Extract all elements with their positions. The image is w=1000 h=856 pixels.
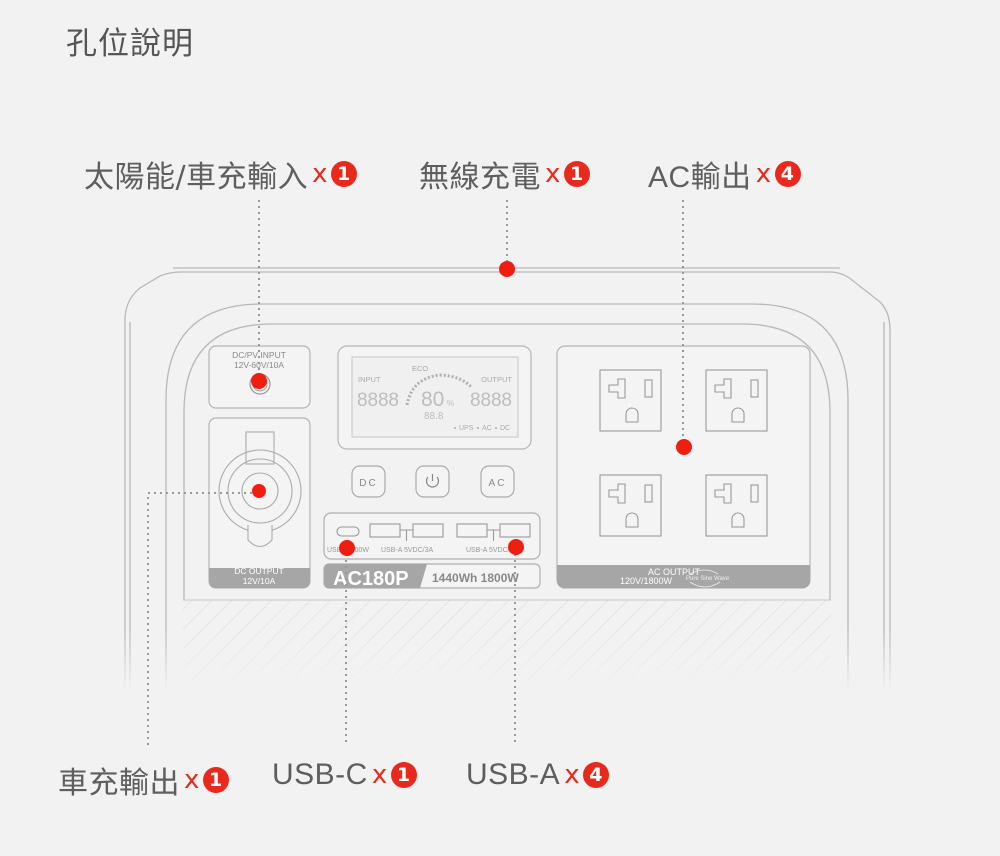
count-badge: 1: [390, 762, 417, 788]
lcd-input-label: INPUT: [358, 375, 381, 384]
lcd-eco: ECO: [412, 364, 428, 373]
leader-line-car-output: [147, 492, 258, 745]
ac-button[interactable]: AC: [480, 465, 515, 498]
hotspot-wireless-charging[interactable]: [499, 261, 515, 277]
callout-solar-car-input: 太陽能/車充輸入 x 1: [84, 152, 357, 196]
count-badge: 1: [202, 767, 229, 793]
ac-outlet-icon: [705, 369, 768, 432]
hotspots: [251, 261, 692, 556]
multiplier-sign: x: [312, 159, 328, 189]
multiplier-sign: x: [564, 760, 581, 790]
multiplier-sign: x: [184, 765, 200, 795]
model-specs: 1440Wh 1800W: [432, 571, 519, 585]
callout-usb-c: USB-C x 1: [272, 758, 417, 792]
count-badge: 1: [563, 161, 590, 187]
hotspot-dc-input[interactable]: [251, 373, 267, 389]
callout-car-output: 車充輸出 x 1: [58, 758, 229, 802]
lcd-mode-ups: UPS: [459, 425, 474, 432]
callout-wireless-charging: 無線充電 x 1: [419, 152, 590, 196]
lcd-mode-ac: AC: [482, 425, 492, 432]
callout-label: 車充輸出: [58, 766, 180, 801]
lcd-time-digits: 88.8: [424, 411, 444, 422]
dc-output-label-2: 12V/10A: [243, 576, 276, 586]
callout-label: 無線充電: [419, 160, 541, 195]
usb-panel: USB-C 100W USB-A 5VDC/3A USB-A 5VDC/3A: [323, 512, 541, 560]
callout-label: USB-C: [272, 758, 368, 791]
ac-outlet-icon: [599, 369, 662, 432]
ac-outlet-icon: [705, 474, 768, 537]
count-badge: 4: [774, 161, 801, 187]
power-icon: [425, 476, 440, 488]
lcd-mode-dc: DC: [500, 425, 510, 432]
model-plate: AC180P 1440Wh 1800W: [323, 563, 541, 590]
dc-input-label-2: 12V-60V/10A: [234, 360, 284, 370]
leader-lines: [147, 200, 684, 745]
lcd-input-digits: 8888: [357, 390, 399, 411]
page-title: 孔位說明: [66, 26, 194, 62]
multiplier-sign: x: [545, 159, 561, 189]
lcd-output-digits: 8888: [470, 390, 512, 411]
dc-input-label-1: DC/PV INPUT: [232, 350, 286, 360]
ac-button-label: AC: [489, 478, 507, 489]
callout-usb-a: USB-A x 4: [466, 758, 610, 792]
multiplier-sign: x: [755, 159, 772, 189]
hotspot-ac-output[interactable]: [676, 439, 692, 455]
hotspot-car-output[interactable]: [252, 484, 266, 498]
usb-c-port-icon: [336, 526, 360, 537]
dc-output-panel: DC OUTPUT 12V/10A: [208, 417, 311, 589]
usb-a-label-1: USB-A 5VDC/3A: [381, 547, 433, 554]
callout-label: 太陽能/車充輸入: [84, 160, 309, 195]
hotspot-usb-a[interactable]: [508, 539, 524, 555]
model-name: AC180P: [333, 568, 409, 590]
lcd-output-label: OUTPUT: [481, 375, 512, 384]
hotspot-usb-c[interactable]: [339, 540, 355, 556]
power-button[interactable]: [415, 465, 450, 498]
lcd-percent-sign: %: [447, 399, 454, 408]
dc-button[interactable]: DC: [351, 465, 386, 498]
lcd-battery-percent: 80: [421, 388, 444, 411]
ac-output-label-1: AC OUTPUT: [648, 567, 701, 577]
ac-outlet-icon: [599, 474, 662, 537]
usb-a-label-2: USB-A 5VDC/3A: [466, 547, 518, 554]
count-badge: 4: [583, 762, 610, 788]
callout-label: USB-A: [466, 758, 561, 791]
sine-wave-icon: [689, 569, 721, 588]
ac-output-panel: AC OUTPUT 120V/1800W Pure Sine Wave: [556, 345, 811, 589]
callout-ac-output: AC輸出 x 4: [648, 152, 801, 196]
count-badge: 1: [331, 161, 357, 187]
lcd-display: ECO INPUT OUTPUT 8888 8888 80 % 88.8 UPS…: [337, 345, 532, 450]
dc-button-label: DC: [359, 478, 377, 489]
dc-output-label-1: DC OUTPUT: [234, 566, 284, 576]
pure-sine-wave-label: Pure Sine Wave: [686, 576, 730, 582]
ac-output-label-2: 120V/1800W: [620, 576, 673, 586]
callout-label: AC輸出: [648, 161, 752, 194]
multiplier-sign: x: [371, 760, 388, 790]
